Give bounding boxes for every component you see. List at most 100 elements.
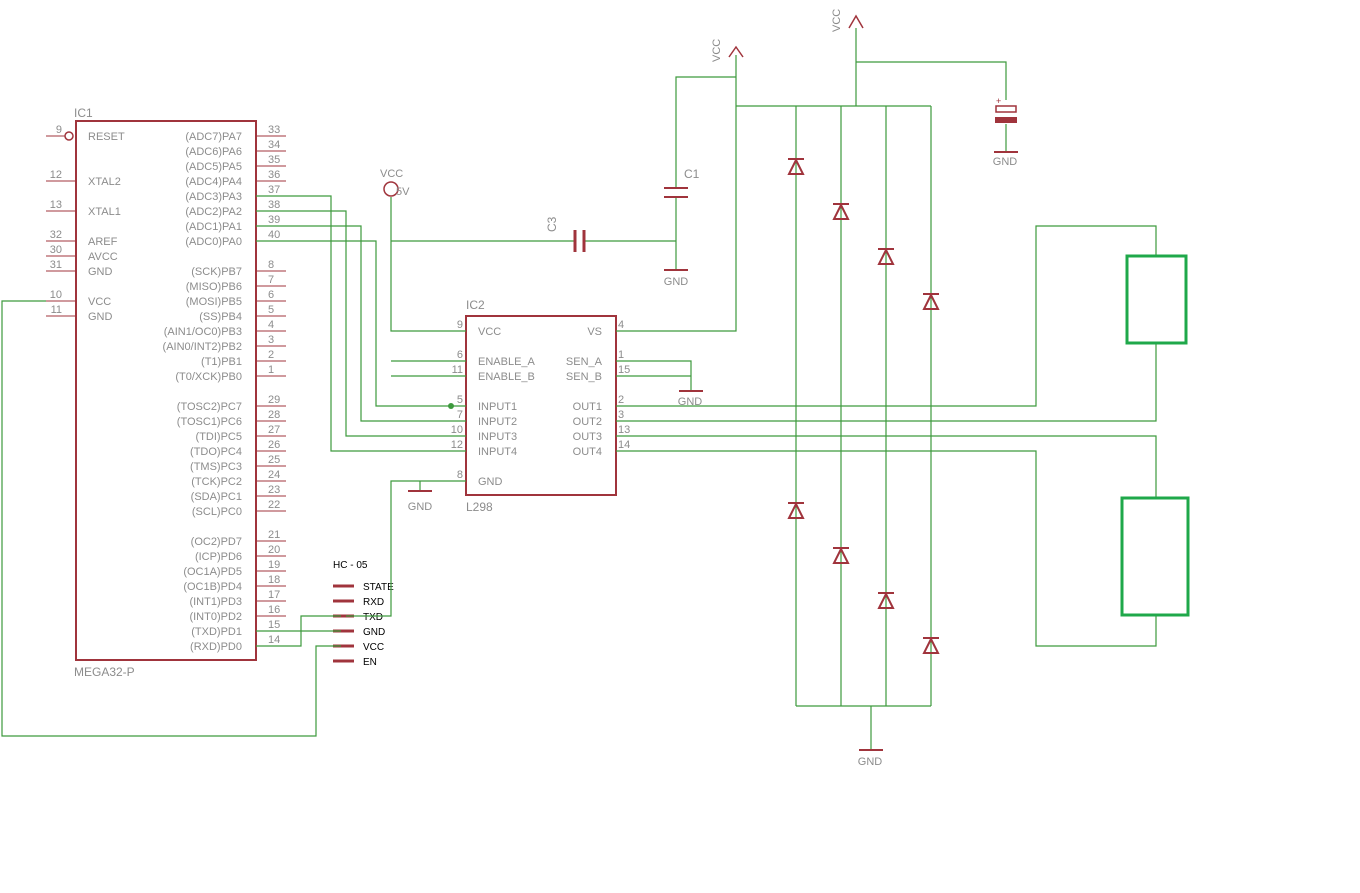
ic1-mega32: IC1 MEGA32-P 9RESET12XTAL213XTAL132AREF3…	[46, 106, 286, 679]
ic1-pin-name: (ADC5)PA5	[185, 161, 242, 173]
ic1-right-pins: 33(ADC7)PA734(ADC6)PA635(ADC5)PA536(ADC4…	[163, 124, 286, 653]
wire-c1-vcc	[675, 76, 736, 188]
wire-pa1-input2	[256, 225, 466, 422]
gnd-label: GND	[664, 276, 689, 288]
ic2-pin-number: 13	[618, 424, 630, 436]
ic2-pin-name: SEN_B	[566, 371, 602, 383]
supply-vcc-top: VCC	[831, 9, 864, 32]
ic2-pin-name: OUT1	[573, 401, 602, 413]
ic1-pin-name: (TXD)PD1	[191, 626, 242, 638]
ic1-pin-name: (MOSI)PB5	[186, 296, 242, 308]
ic1-pin-name: (TDI)PC5	[196, 431, 242, 443]
ic1-pin-name: (ADC0)PA0	[185, 236, 242, 248]
ic1-pin-number: 13	[50, 199, 62, 211]
ic2-left-pins: 9VCC6ENABLE_A11ENABLE_B5INPUT17INPUT210I…	[446, 319, 536, 488]
wire-sen-a	[616, 360, 692, 391]
ic2-pin-number: 11	[452, 364, 463, 376]
ic2-pin-number: 6	[457, 349, 463, 361]
wire-out4	[616, 450, 1157, 647]
ic1-pin-number: 1	[268, 364, 274, 376]
wire-pa3-input4	[256, 195, 466, 452]
diode	[922, 636, 940, 654]
ic1-pin-name: RESET	[88, 131, 125, 143]
diode-body	[787, 157, 805, 175]
ic1-pin-number: 3	[268, 334, 274, 346]
vcc-pin-icon	[383, 181, 399, 197]
ic2-pin-name: INPUT2	[478, 416, 517, 428]
diode	[877, 247, 895, 265]
gnd-label: GND	[678, 396, 703, 408]
ic2-pin-name: OUT3	[573, 431, 602, 443]
ic1-pin-name: (ADC4)PA4	[185, 176, 242, 188]
ic1-pin-name: (TDO)PC4	[190, 446, 242, 458]
ic2-ref: IC2	[466, 298, 485, 312]
ic1-ref: IC1	[74, 106, 93, 120]
gnd-symbol: GND	[408, 490, 432, 513]
ic2-pin-number: 1	[618, 349, 624, 361]
ic2-pin-number: 4	[618, 319, 624, 331]
hc05-pin-label: TXD	[363, 612, 383, 623]
ic1-pin-name: (AIN1/OC0)PB3	[164, 326, 242, 338]
ic1-pin-number: 25	[268, 454, 280, 466]
ic1-pin-name: (SCK)PB7	[191, 266, 242, 278]
ic1-pin-number: 9	[56, 124, 62, 136]
ic1-pin-name: XTAL2	[88, 176, 121, 188]
wire-5v-vcc	[390, 197, 466, 332]
ic1-pin-number: 16	[268, 604, 280, 616]
ic2-pin-number: 7	[457, 409, 463, 421]
ic1-pin-number: 34	[268, 139, 280, 151]
ic1-pin-number: 18	[268, 574, 280, 586]
wire-vs	[616, 55, 737, 332]
ic1-pin-name: VCC	[88, 296, 111, 308]
ic2-pin-name: VCC	[478, 326, 501, 338]
ic1-pin-name: (MISO)PB6	[186, 281, 242, 293]
ic1-pin-number: 33	[268, 124, 280, 136]
ic1-pin-name: (TOSC2)PC7	[177, 401, 242, 413]
diode-body	[877, 247, 895, 265]
ic1-pin-name: (ADC3)PA3	[185, 191, 242, 203]
ic1-pin-name: (OC2)PD7	[191, 536, 242, 548]
diode-body	[787, 501, 805, 519]
ic1-pin-number: 32	[50, 229, 62, 241]
ic1-pin-number: 35	[268, 154, 280, 166]
ic1-pin-number: 24	[268, 469, 280, 481]
hc05-title: HC - 05	[333, 560, 368, 571]
ic1-pin-number: 21	[268, 529, 280, 541]
hc05-pin-label: RXD	[363, 597, 384, 608]
capacitor-c3: C3	[545, 216, 586, 252]
ic1-pin-number: 23	[268, 484, 280, 496]
ic1-pin-number: 20	[268, 544, 280, 556]
ic1-pin-number: 40	[268, 229, 280, 241]
c1-label: C1	[684, 167, 700, 181]
ic2-pin-name: OUT4	[573, 446, 602, 458]
ic2-pin-number: 15	[618, 364, 630, 376]
bulk-cap-polarity: +	[996, 96, 1001, 106]
gnd-label: GND	[858, 756, 883, 768]
hc05-pin-label: VCC	[363, 642, 384, 653]
ic2-pin-number: 8	[457, 469, 463, 481]
ic1-pin-number: 12	[50, 169, 62, 181]
ic2-pin-number: 2	[618, 394, 624, 406]
ic1-pin-number: 8	[268, 259, 274, 271]
ic2-pin-name: INPUT3	[478, 431, 517, 443]
capacitor-bulk: +	[995, 96, 1017, 123]
ic1-pin-name: (INT1)PD3	[189, 596, 242, 608]
hc05-pin-label: STATE	[363, 582, 394, 593]
wire-pa2-input3	[256, 210, 466, 437]
ic1-pin-number: 28	[268, 409, 280, 421]
wires	[1, 28, 1157, 750]
wire-l298-gnd-hc05	[346, 480, 466, 617]
ic1-pin-name: (ADC6)PA6	[185, 146, 242, 158]
ic2-pin-name: SEN_A	[566, 356, 603, 368]
ic2-pin-name: ENABLE_B	[478, 371, 535, 383]
ic1-pin-number: 11	[51, 304, 62, 316]
wire-rxd	[256, 630, 341, 647]
ic1-pin-name: GND	[88, 266, 113, 278]
ic1-pin-number: 6	[268, 289, 274, 301]
ic1-pin-name: (SDA)PC1	[191, 491, 242, 503]
ic2-pin-number: 10	[451, 424, 463, 436]
ic1-pin-number: 39	[268, 214, 280, 226]
diode-body	[832, 202, 850, 220]
bulk-cap-plate-bottom	[995, 117, 1017, 123]
